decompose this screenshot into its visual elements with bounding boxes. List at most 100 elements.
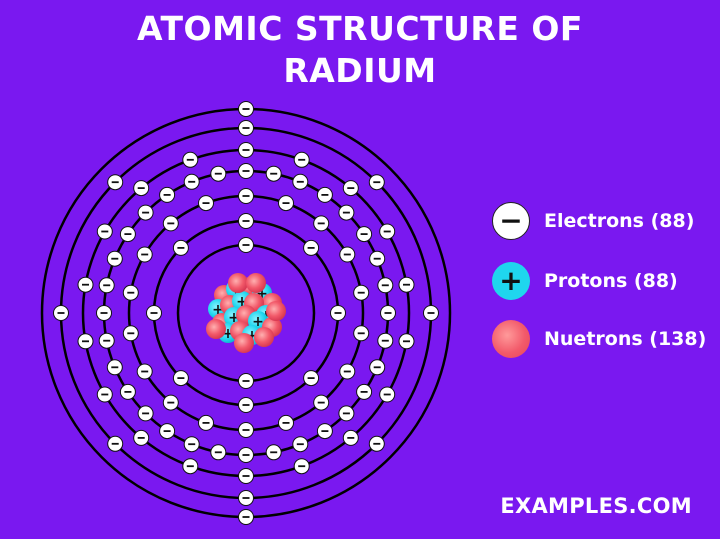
electron: [159, 423, 176, 440]
neutron: [234, 333, 254, 353]
electron: [238, 120, 254, 136]
electron: [369, 359, 386, 376]
electron: [182, 151, 199, 168]
electron: [146, 305, 162, 321]
electron: [338, 405, 355, 422]
electron: [265, 444, 282, 461]
svg-text:+: +: [222, 326, 234, 342]
proton-icon: +: [492, 262, 530, 300]
electron: [133, 180, 150, 197]
electron: [398, 333, 415, 350]
electron: [96, 223, 113, 240]
electron: [238, 468, 254, 484]
legend-electrons-label: Electrons (88): [544, 210, 695, 232]
svg-text:+: +: [246, 328, 258, 344]
electron: [106, 359, 123, 376]
nucleus: +++++++++: [206, 273, 286, 353]
title-line-2: RADIUM: [283, 51, 437, 90]
electron: [238, 397, 254, 413]
electron: [379, 223, 396, 240]
electron: [162, 394, 179, 411]
title-line-1: ATOMIC STRUCTURE OF: [137, 9, 583, 48]
electron: [77, 276, 94, 293]
electron: [339, 363, 356, 380]
electron: [265, 165, 282, 182]
electron: [293, 151, 310, 168]
electron: [210, 165, 227, 182]
neutron: [266, 301, 286, 321]
electron: [198, 195, 214, 212]
neutron: [228, 273, 248, 293]
electron: [122, 284, 139, 301]
electron: [368, 174, 385, 191]
legend-protons-label: Protons (88): [544, 270, 678, 292]
electron: [380, 305, 396, 321]
electron: [182, 458, 199, 475]
neutron: [254, 327, 274, 347]
neutron: [246, 273, 266, 293]
electron: [238, 213, 254, 229]
electron: [119, 383, 136, 400]
electron: [198, 414, 214, 431]
watermark: EXAMPLES.COM: [500, 494, 692, 518]
electron: [183, 173, 200, 190]
electron: [377, 332, 394, 349]
electron: [313, 394, 330, 411]
electron: [162, 215, 179, 232]
electron: [106, 250, 123, 267]
neutron: [206, 319, 226, 339]
electron: [278, 195, 294, 212]
electron: [238, 422, 254, 438]
electron: [356, 383, 373, 400]
electron: [159, 186, 176, 203]
electron: [292, 173, 309, 190]
electron: [183, 436, 200, 453]
electron: [338, 204, 355, 221]
electron: [330, 305, 346, 321]
electron: [423, 305, 439, 321]
electron: [96, 386, 113, 403]
electron: [303, 239, 320, 256]
electron: [339, 246, 356, 263]
svg-text:+: +: [212, 302, 224, 318]
electron: [98, 277, 115, 294]
electron: [133, 429, 150, 446]
electron: [172, 370, 189, 387]
electron: [119, 226, 136, 243]
electron: [353, 325, 370, 342]
electron: [356, 226, 373, 243]
electron: [172, 239, 189, 256]
electron: [303, 370, 320, 387]
electron: [278, 414, 294, 431]
electron: [377, 277, 394, 294]
electron: [122, 325, 139, 342]
electron: [238, 490, 254, 506]
electron: [107, 174, 124, 191]
electron: [238, 163, 254, 179]
electron-cloud: [53, 101, 439, 525]
electron: [398, 276, 415, 293]
electron: [316, 186, 333, 203]
electron-icon: −: [492, 202, 530, 240]
electron: [342, 180, 359, 197]
neutron-icon: [492, 320, 530, 358]
electron: [238, 509, 254, 525]
electron: [238, 373, 254, 389]
electron: [210, 444, 227, 461]
electron: [137, 204, 154, 221]
electron: [77, 333, 94, 350]
electron: [238, 188, 254, 204]
electron: [342, 429, 359, 446]
electron: [238, 237, 254, 253]
legend-electrons: − Electrons (88): [492, 202, 694, 240]
electron: [107, 435, 124, 452]
electron: [293, 458, 310, 475]
electron: [53, 305, 69, 321]
electron: [313, 215, 330, 232]
diagram-title: ATOMIC STRUCTURE OF RADIUM: [0, 8, 720, 92]
electron: [136, 363, 153, 380]
legend-neutrons: Nuetrons (138): [492, 320, 706, 358]
electron: [238, 142, 254, 158]
svg-text:+: +: [236, 294, 248, 310]
